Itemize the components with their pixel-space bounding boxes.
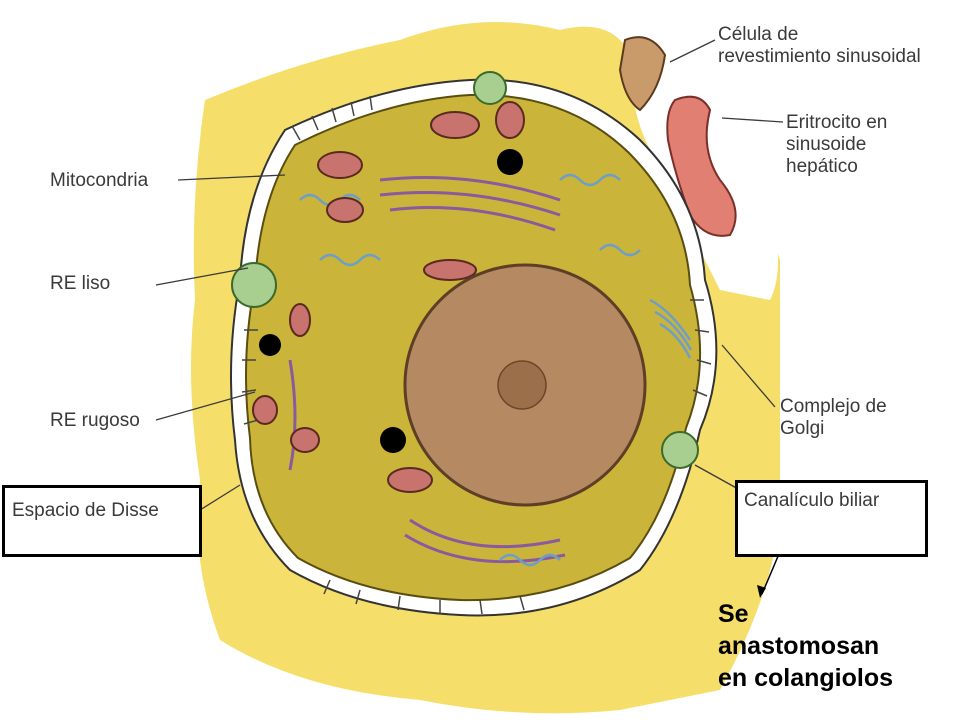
sinusoidal-lining-cell — [618, 36, 667, 112]
label-espacio-disse-text: Espacio de Disse — [12, 500, 159, 521]
label-re-liso: RE liso — [50, 273, 110, 295]
label-eritrocito-line2: sinusoide — [786, 134, 867, 155]
label-golgi: Complejo de Golgi — [780, 396, 887, 440]
label-golgi-line2: Golgi — [780, 418, 825, 439]
lipid-droplets — [259, 149, 523, 453]
smooth-er — [299, 173, 641, 567]
label-re-rugoso: RE rugoso — [50, 410, 140, 432]
label-re-liso-text: RE liso — [50, 273, 111, 294]
leader-lines — [155, 39, 784, 511]
peroxisomes — [231, 71, 699, 469]
arrow-head — [757, 585, 766, 598]
nucleolus — [497, 360, 547, 410]
golgi — [649, 298, 693, 359]
rough-er — [288, 176, 566, 564]
note-anastomosis: Se anastomosan en colangiolos — [718, 598, 893, 694]
note-line3: en colangiolos — [718, 664, 894, 692]
mitochondria — [252, 101, 593, 493]
label-canaliculo: Canalículo biliar — [744, 490, 879, 512]
label-celula-line1: Célula de — [718, 24, 799, 45]
box-espacio-disse — [2, 485, 202, 557]
label-eritrocito: Eritrocito en sinusoide hepático — [786, 112, 887, 178]
box-canaliculo — [735, 480, 928, 557]
note-line2: anastomosan — [718, 632, 880, 660]
label-espacio-disse: Espacio de Disse — [12, 500, 159, 522]
label-canaliculo-text: Canalículo biliar — [744, 490, 880, 511]
label-eritrocito-line1: Eritrocito en — [786, 112, 888, 133]
note-line1: Se — [718, 600, 749, 628]
label-re-rugoso-text: RE rugoso — [50, 410, 140, 431]
label-golgi-line1: Complejo de — [780, 396, 887, 417]
label-celula-line2: revestimiento sinusoidal — [718, 46, 921, 67]
microvilli — [241, 95, 712, 615]
erythrocyte — [666, 95, 737, 237]
label-mitocondria: Mitocondria — [50, 170, 148, 192]
label-celula-revestimiento: Célula de revestimiento sinusoidal — [718, 24, 921, 68]
label-eritrocito-line3: hepático — [786, 156, 858, 177]
label-mitocondria-text: Mitocondria — [50, 170, 149, 191]
